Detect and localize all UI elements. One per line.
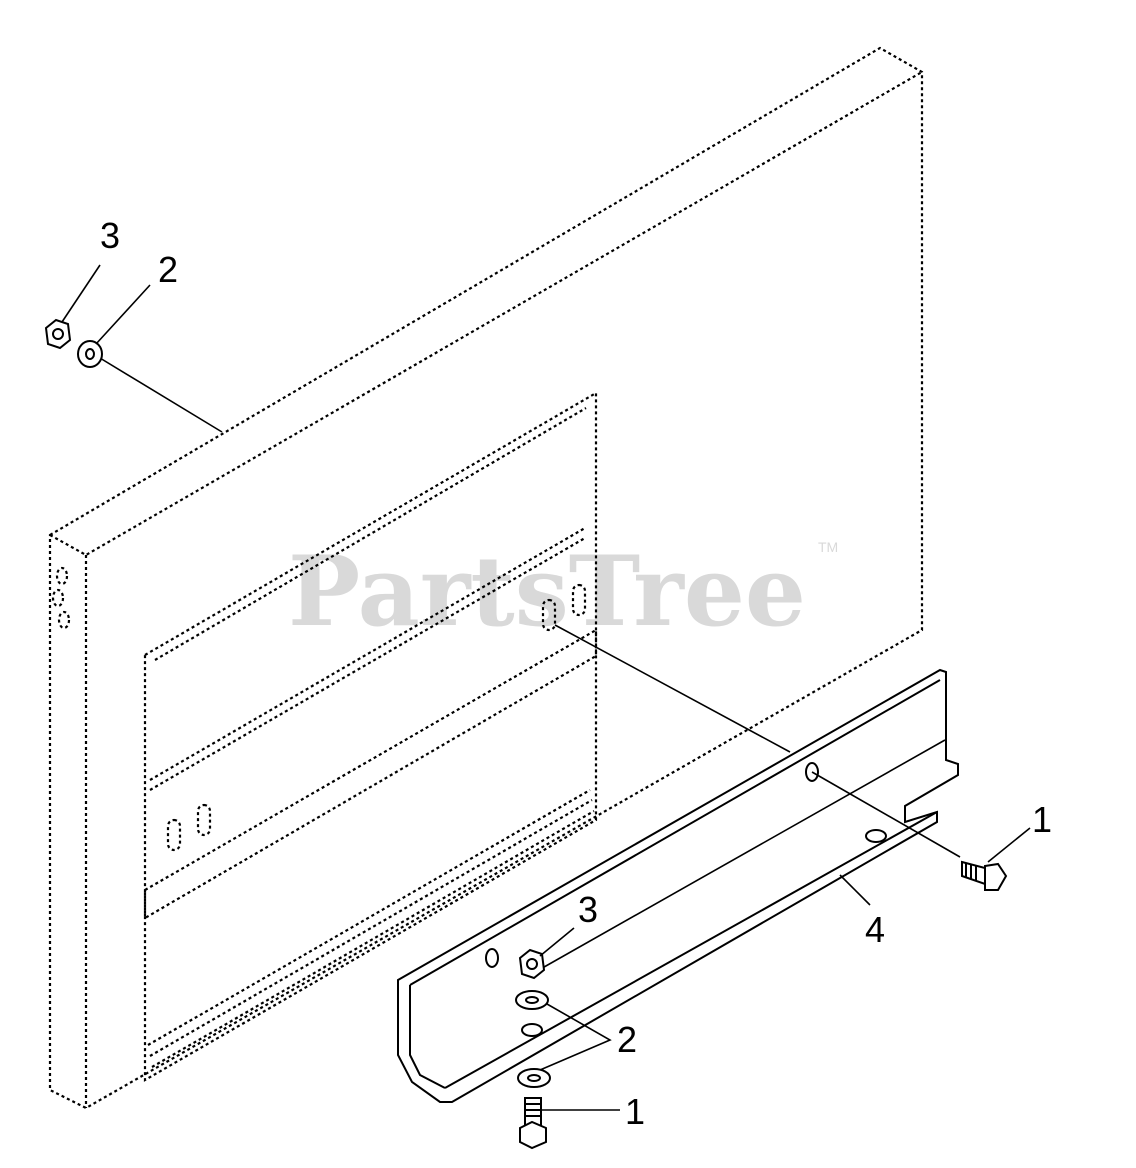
watermark-text: PartsTree: [288, 535, 806, 648]
bolt-right-icon: [961, 860, 1008, 891]
callout-1-bottom: 1: [625, 1091, 645, 1132]
housing-outline: [48, 46, 924, 1110]
callout-3-top: 3: [100, 215, 120, 256]
bolt-bottom-icon: [519, 1097, 547, 1150]
watermark-trademark: TM: [818, 539, 838, 555]
washer-top-icon: [77, 340, 103, 368]
washer-bottom-lower-icon: [517, 1068, 551, 1088]
callout-2-top: 2: [158, 249, 178, 290]
bracket-hole-icon: [521, 1023, 543, 1037]
callout-leaders: [61, 264, 1031, 1111]
callout-4: 4: [865, 909, 885, 950]
assembly-lines: [94, 354, 961, 1071]
nut-top-icon: [44, 318, 72, 350]
callout-1-right: 1: [1032, 799, 1052, 840]
nut-bottom-icon: [518, 948, 546, 980]
callout-2-bottom: 2: [617, 1019, 637, 1060]
washer-bottom-upper-icon: [515, 990, 549, 1010]
callout-3-bottom: 3: [578, 889, 598, 930]
